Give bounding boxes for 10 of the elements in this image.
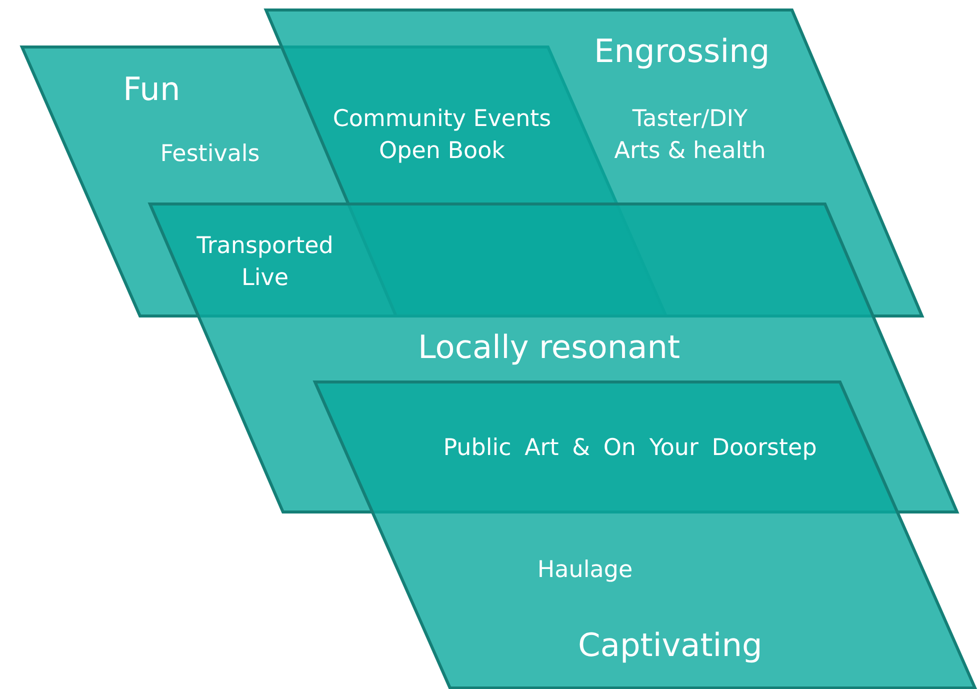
region-label: Festivals xyxy=(159,140,261,169)
set-title: Engrossing xyxy=(594,32,770,70)
region-label: Public Art & On Your Doorstep xyxy=(442,434,818,463)
set-title: Fun xyxy=(123,70,180,108)
region-label: Taster/DIY Arts & health xyxy=(613,105,767,166)
region-label: Transported Live xyxy=(196,232,334,293)
set-title: Captivating xyxy=(578,626,762,664)
region-label: Community Events Open Book xyxy=(332,105,552,166)
region-label: Haulage xyxy=(536,556,634,585)
set-title: Locally resonant xyxy=(418,328,680,366)
